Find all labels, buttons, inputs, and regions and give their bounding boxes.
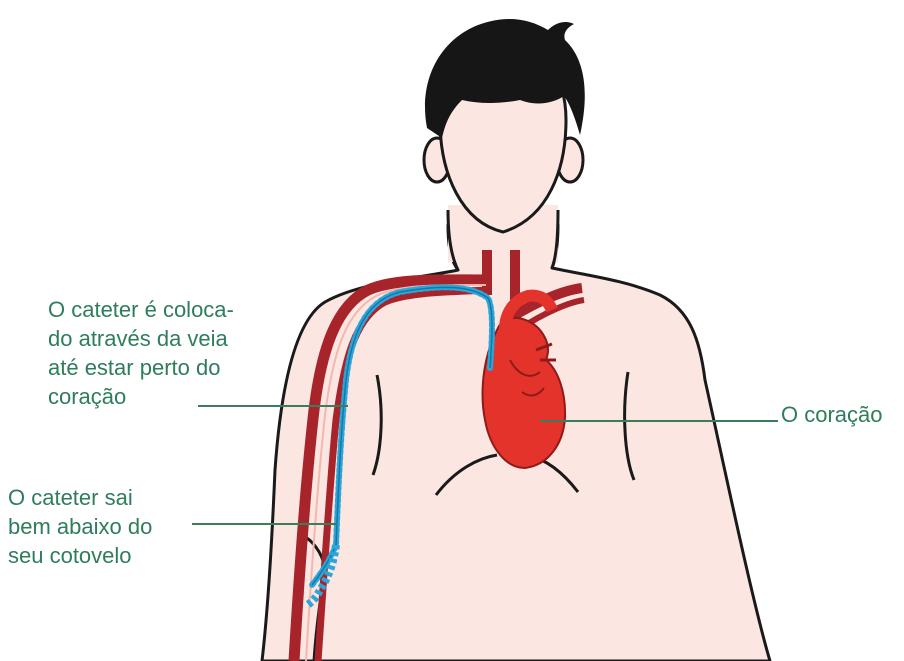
- label-catheter-path-line-3: até estar perto do: [48, 353, 234, 382]
- label-catheter-exit-line-1: O cateter sai: [8, 483, 152, 512]
- label-catheter-path-line-1: O cateter é coloca-: [48, 295, 234, 324]
- label-catheter-exit: O cateter sai bem abaixo do seu cotovelo: [8, 483, 152, 570]
- label-catheter-path: O cateter é coloca- do através da veia a…: [48, 295, 234, 411]
- label-heart: O coração: [781, 400, 883, 429]
- label-heart-text: O coração: [781, 400, 883, 429]
- label-catheter-path-line-4: coração: [48, 382, 234, 411]
- label-catheter-exit-line-3: seu cotovelo: [8, 541, 152, 570]
- label-catheter-path-line-2: do através da veia: [48, 324, 234, 353]
- label-catheter-exit-line-2: bem abaixo do: [8, 512, 152, 541]
